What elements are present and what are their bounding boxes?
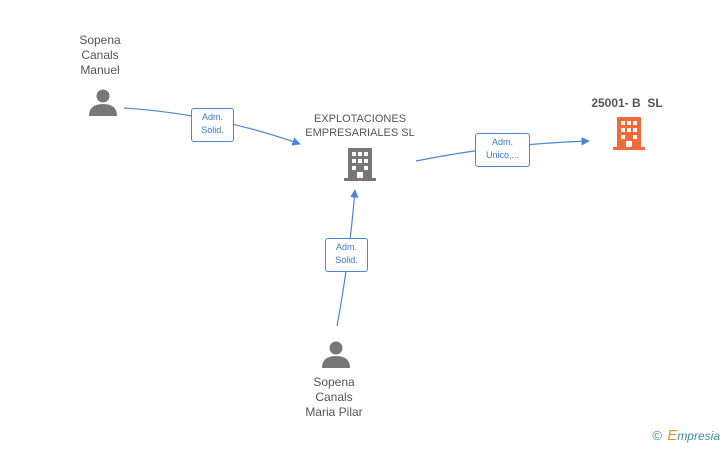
target-company-label[interactable]: 25001- B SL	[591, 96, 663, 110]
company-name-label[interactable]: EXPLOTACIONES EMPRESARIALES SL	[305, 113, 415, 139]
copyright-icon: ©	[652, 428, 662, 443]
person-icon[interactable]	[322, 341, 350, 369]
edge-role-label[interactable]: Adm. Solid.	[325, 238, 368, 272]
empresia-logo[interactable]: © Empresia	[652, 427, 720, 444]
person-name-label[interactable]: Sopena Canals Manuel	[79, 33, 121, 77]
person-icon[interactable]	[89, 89, 117, 117]
building-icon[interactable]	[344, 148, 376, 181]
person-name-label[interactable]: Sopena Canals Maria Pilar	[305, 375, 363, 419]
building-icon[interactable]	[613, 117, 645, 150]
edge-role-label[interactable]: Adm. Unico,...	[475, 133, 530, 167]
edge-role-label[interactable]: Adm. Solid.	[191, 108, 234, 142]
